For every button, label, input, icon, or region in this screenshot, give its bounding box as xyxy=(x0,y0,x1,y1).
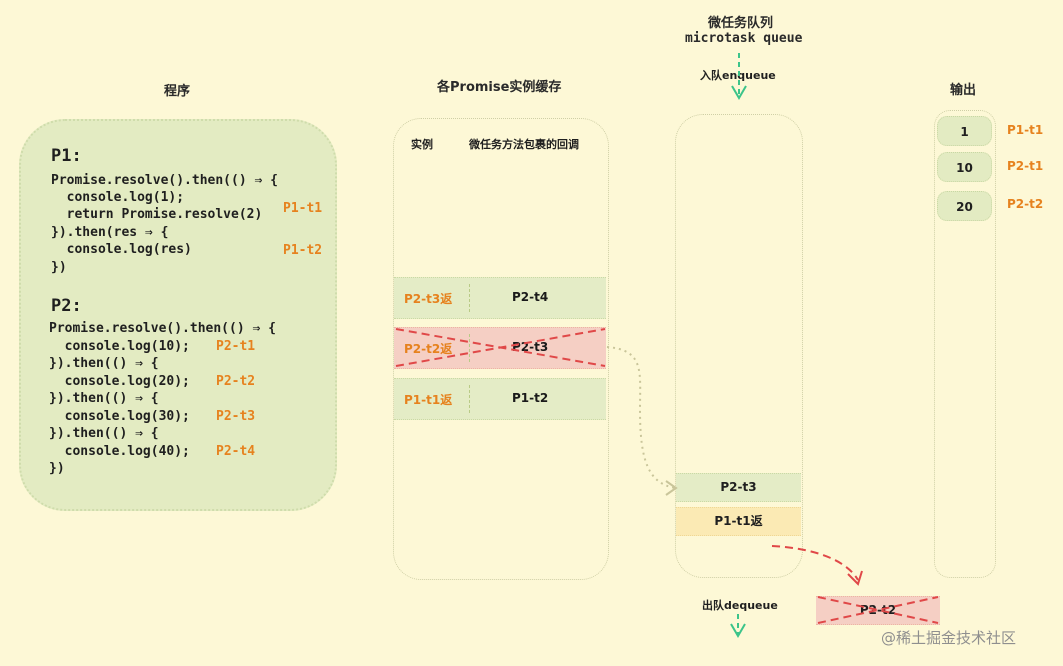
p2-t2-tag: P2-t2 xyxy=(216,374,256,389)
queue-title-cn: 微任务队列 xyxy=(708,16,774,31)
row-divider xyxy=(469,385,470,413)
output-box xyxy=(934,110,996,578)
cache-instance: P2-t3返 xyxy=(404,292,453,306)
output-value: 20 xyxy=(937,191,992,221)
cache-row: P2-t3返 P2-t4 xyxy=(394,277,606,319)
output-tag: P1-t1 xyxy=(1007,123,1044,137)
queue-title-en: microtask queue xyxy=(685,31,803,46)
p2-code-line: console.log(40); xyxy=(49,444,190,459)
p2-t3-tag: P2-t3 xyxy=(216,409,256,424)
p1-code-line: }).then(res ⇒ { xyxy=(51,225,169,240)
watermark: @稀土掘金技术社区 xyxy=(881,629,1017,647)
cache-to-queue-arrow xyxy=(606,346,678,496)
dequeue-label: 出队dequeue xyxy=(702,599,778,612)
cache-instance: P2-t2返 xyxy=(404,342,453,356)
output-value: 1 xyxy=(937,116,992,146)
p2-t4-tag: P2-t4 xyxy=(216,444,256,459)
p1-code-line: console.log(1); xyxy=(51,190,185,205)
cache-row: P1-t1返 P1-t2 xyxy=(394,378,606,420)
p1-code-line: }) xyxy=(51,260,67,275)
cross-mark-dequeued xyxy=(817,596,939,624)
p1-code-line: return Promise.resolve(2) xyxy=(51,207,263,222)
row-divider xyxy=(469,334,470,362)
enqueue-label: 入队enqueue xyxy=(700,69,776,82)
p2-code-line: console.log(30); xyxy=(49,409,190,424)
output-tag: P2-t2 xyxy=(1007,197,1044,211)
output-heading: 输出 xyxy=(950,83,977,98)
microtask-queue-box xyxy=(675,114,803,578)
dequeue-arrow xyxy=(730,614,746,638)
cache-callback: P2-t4 xyxy=(512,290,549,304)
output-value: 10 xyxy=(937,152,992,182)
cache-box xyxy=(393,118,609,580)
enqueue-arrow xyxy=(731,53,747,100)
cache-callback: P2-t3 xyxy=(512,340,549,354)
program-code-box xyxy=(19,119,337,511)
p1-code-line: Promise.resolve().then(() ⇒ { xyxy=(51,173,278,188)
queue-item: P1-t1返 xyxy=(676,507,801,536)
cross-mark-cache xyxy=(395,328,606,367)
p1-t1-tag: P1-t1 xyxy=(283,201,323,216)
cache-col-instance: 实例 xyxy=(411,138,433,151)
p2-code-line: console.log(10); xyxy=(49,339,190,354)
p2-code-line: Promise.resolve().then(() ⇒ { xyxy=(49,321,276,336)
p2-code-line: console.log(20); xyxy=(49,374,190,389)
cache-instance: P1-t1返 xyxy=(404,393,453,407)
queue-item: P2-t3 xyxy=(676,473,801,502)
cache-col-callback: 微任务方法包裹的回调 xyxy=(469,138,579,151)
p2-code-line: }).then(() ⇒ { xyxy=(49,426,159,441)
cache-callback: P1-t2 xyxy=(512,391,549,405)
p1-t2-tag: P1-t2 xyxy=(283,243,323,258)
p2-code-line: }).then(() ⇒ { xyxy=(49,356,159,371)
p1-label: P1: xyxy=(51,146,82,166)
p2-t1-tag: P2-t1 xyxy=(216,339,256,354)
output-tag: P2-t1 xyxy=(1007,159,1044,173)
row-divider xyxy=(469,284,470,312)
p2-label: P2: xyxy=(51,296,82,316)
p1-code-line: console.log(res) xyxy=(51,242,192,257)
cache-heading: 各Promise实例缓存 xyxy=(437,80,562,95)
program-heading: 程序 xyxy=(164,84,191,99)
p2-code-line: }).then(() ⇒ { xyxy=(49,391,159,406)
p2-code-line: }) xyxy=(49,461,65,476)
queue-to-dequeued-arrow xyxy=(771,545,863,586)
